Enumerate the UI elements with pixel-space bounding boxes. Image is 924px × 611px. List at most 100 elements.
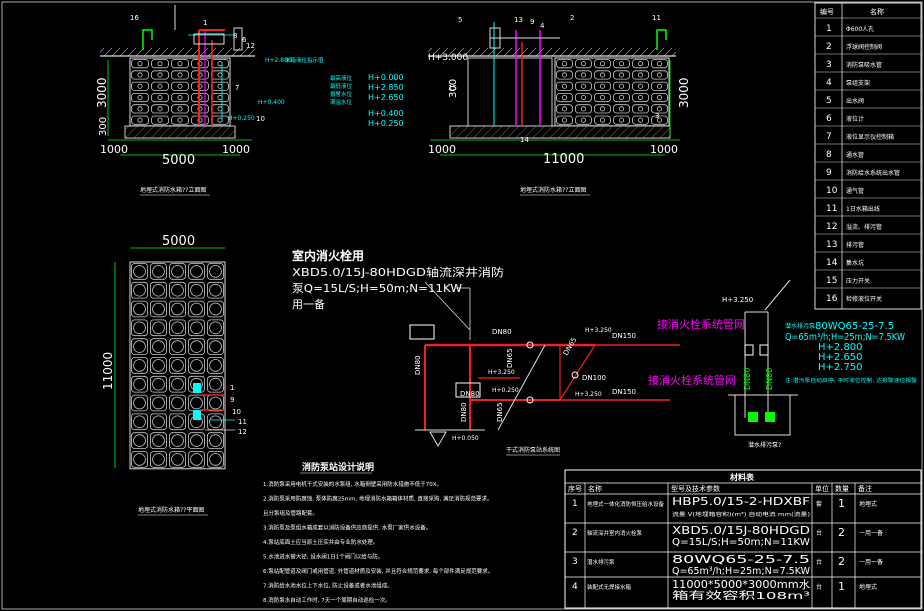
pump-schematic: DN80 DN80 DN65 DN65 DN150 DN150 DN65 DN1… bbox=[409, 317, 745, 456]
materials-cell: 2 bbox=[838, 526, 845, 539]
level-mid-4: H+0.250 bbox=[368, 119, 404, 128]
leader-left-1: 1 bbox=[203, 19, 207, 27]
materials-header: 序号 bbox=[568, 484, 582, 493]
legend-row-no: 4 bbox=[826, 78, 832, 88]
leader-plan-2: 10 bbox=[232, 408, 241, 416]
legend-row-no: 9 bbox=[826, 168, 832, 178]
legend-row-no: 6 bbox=[826, 114, 832, 124]
legend-row-no: 2 bbox=[826, 42, 832, 52]
sch-level-2: H+3.250 bbox=[575, 391, 602, 398]
leader-left-4: 12 bbox=[246, 42, 255, 50]
legend-row-name: 溢流、排污管 bbox=[846, 223, 882, 231]
sch-label-0: DN80 bbox=[492, 328, 512, 336]
sewage-pump-spec: 80WQ65-25-7.5 bbox=[815, 321, 894, 332]
legend-row-name: 液位显示仪控制箱 bbox=[846, 133, 894, 141]
dim-right-left: 1000 bbox=[222, 143, 250, 156]
leader-mid-7: 2 bbox=[570, 14, 574, 22]
leader-mid-4: 15 bbox=[448, 84, 457, 92]
sch-level-0: H+3.250 bbox=[585, 327, 612, 334]
materials-header: 单位 bbox=[815, 484, 829, 493]
materials-cell: 80WQ65-25-7.5 bbox=[672, 554, 810, 566]
leader-plan-1: 9 bbox=[230, 396, 234, 404]
dim-left-mid: 1000 bbox=[428, 143, 456, 156]
leader-plan-3: 11 bbox=[238, 418, 247, 426]
sch-label-8: DN80 bbox=[414, 355, 422, 375]
foundation-mid bbox=[449, 125, 671, 139]
materials-cell: 2 bbox=[572, 528, 578, 538]
materials-cell: 11000*5000*3000mm水 bbox=[672, 579, 811, 591]
legend-row-name: 泵组支架 bbox=[846, 79, 870, 87]
sewage-pump-label: 潜水排污泵 bbox=[785, 322, 815, 330]
note-left-3: 报警水位 bbox=[330, 90, 353, 98]
materials-cell: 装配式无焊接水箱 bbox=[587, 583, 632, 591]
middle-elevation: 11000 1000 1000 3000 300 H+3.000 H+0.000… bbox=[368, 14, 691, 196]
materials-title: 材料表 bbox=[730, 472, 755, 482]
hydrant-note: 用一备 bbox=[292, 297, 325, 311]
note-left-4: 满溢水位 bbox=[330, 98, 353, 106]
pump-box-1 bbox=[409, 324, 435, 340]
materials-cell: HBP5.0/15-2-HDXBF bbox=[672, 496, 810, 508]
sch-label-6: DN65 bbox=[562, 336, 579, 357]
note-item: 3.消防泵及泵组水箱成套以消防设备供应商提供, 水泵厂家供水设备。 bbox=[263, 524, 431, 532]
legend-row-name: 检修液位开关 bbox=[846, 295, 882, 303]
level-mid-1: H+2.850 bbox=[368, 83, 404, 92]
materials-cell: 一用一备 bbox=[859, 529, 883, 537]
to-system-1: 接消火栓系统管网 bbox=[657, 317, 745, 331]
level-mid-0: H+0.000 bbox=[368, 73, 404, 82]
legend-row-no: 10 bbox=[826, 186, 838, 196]
leader-mid-2: 4 bbox=[540, 22, 545, 30]
level-mid-3: H+0.400 bbox=[368, 109, 404, 118]
level-left-2: H+0.250 bbox=[228, 115, 255, 122]
sewage-level-1: H+2.650 bbox=[818, 352, 863, 363]
materials-cell: 台 bbox=[816, 583, 822, 591]
note-item: 且分泵组及管路配套。 bbox=[263, 509, 318, 517]
materials-cell: 轴流深井室内消火栓泵 bbox=[587, 529, 643, 537]
legend-row-name: 消防泵吸水管 bbox=[846, 61, 882, 69]
leader-left-5: 7 bbox=[235, 84, 239, 92]
materials-header: 名称 bbox=[588, 484, 602, 493]
materials-cell: 地埋式 bbox=[859, 500, 877, 508]
hydrant-pump-note: 室内消火栓用 XBD5.0/15J-80HDGD轴流深井消防 泵Q=15L/S;… bbox=[292, 248, 504, 340]
leader-plan-4: 12 bbox=[238, 428, 247, 436]
leader-left-0: 16 bbox=[130, 14, 139, 22]
ground-hatch-left bbox=[100, 48, 255, 56]
sewage-annotation: 注:潜污泵自动启停, 平时液位控制, 达报警液位报警 bbox=[785, 377, 917, 384]
materials-cell: 1 bbox=[838, 580, 845, 593]
legend-row-no: 3 bbox=[826, 60, 832, 70]
legend-row-name: 出水阀 bbox=[846, 97, 864, 105]
tank-grid-mid bbox=[554, 57, 670, 127]
leader-mid-8: 3 bbox=[655, 112, 659, 120]
tank-grid-plan bbox=[129, 261, 226, 470]
sump-pit bbox=[734, 394, 791, 436]
materials-cell: XBD5.0/15J-80HDGD bbox=[672, 525, 810, 537]
legend-row-name: 排污管 bbox=[846, 241, 864, 249]
to-system-2: 接消火栓系统管网 bbox=[648, 373, 736, 387]
materials-header: 备注 bbox=[858, 484, 872, 493]
foundation-left bbox=[124, 125, 236, 139]
left-elevation: 5000 1000 1000 3000 300 H+2.800 H+0.400 … bbox=[95, 5, 353, 196]
note-item: 5.水池进水管大径, 设水阀1日1个阀门以给与防。 bbox=[263, 553, 383, 561]
materials-cell: 4 bbox=[572, 582, 578, 592]
leader-mid-0: 5 bbox=[458, 16, 462, 24]
legend-header-name: 名称 bbox=[870, 7, 884, 16]
level-left-1: H+0.400 bbox=[258, 99, 285, 106]
sch-label-2: DN65 bbox=[506, 348, 514, 368]
hydrant-title: 室内消火栓用 bbox=[292, 248, 364, 263]
leader-mid-5: 14 bbox=[520, 136, 529, 144]
legend-row-name: 集水坑 bbox=[846, 259, 864, 267]
materials-cell: 1 bbox=[838, 497, 845, 510]
caption-left: 地埋式消防水箱??立面图 bbox=[140, 186, 206, 194]
dim-height-left: 3000 bbox=[95, 77, 109, 108]
legend-row-no: 7 bbox=[826, 132, 832, 142]
legend-row-no: 12 bbox=[826, 222, 837, 232]
materials-cell: 台 bbox=[816, 558, 822, 566]
leader-plan-0: 1 bbox=[230, 384, 234, 392]
caption-schematic: 干式消防泵站系统图 bbox=[506, 446, 560, 454]
materials-cell: Q=65m³/h;H=25m;N=7.5KW bbox=[672, 566, 810, 577]
level-mid-2: H+2.650 bbox=[368, 93, 404, 102]
sewage-level: H+3.250 bbox=[722, 296, 753, 304]
note-item: 7.消防给水池水位上下水位, 防止设备或者水池组成。 bbox=[263, 582, 393, 590]
legend-row-name: 通水管 bbox=[846, 151, 864, 159]
legend-row-no: 11 bbox=[826, 204, 837, 214]
